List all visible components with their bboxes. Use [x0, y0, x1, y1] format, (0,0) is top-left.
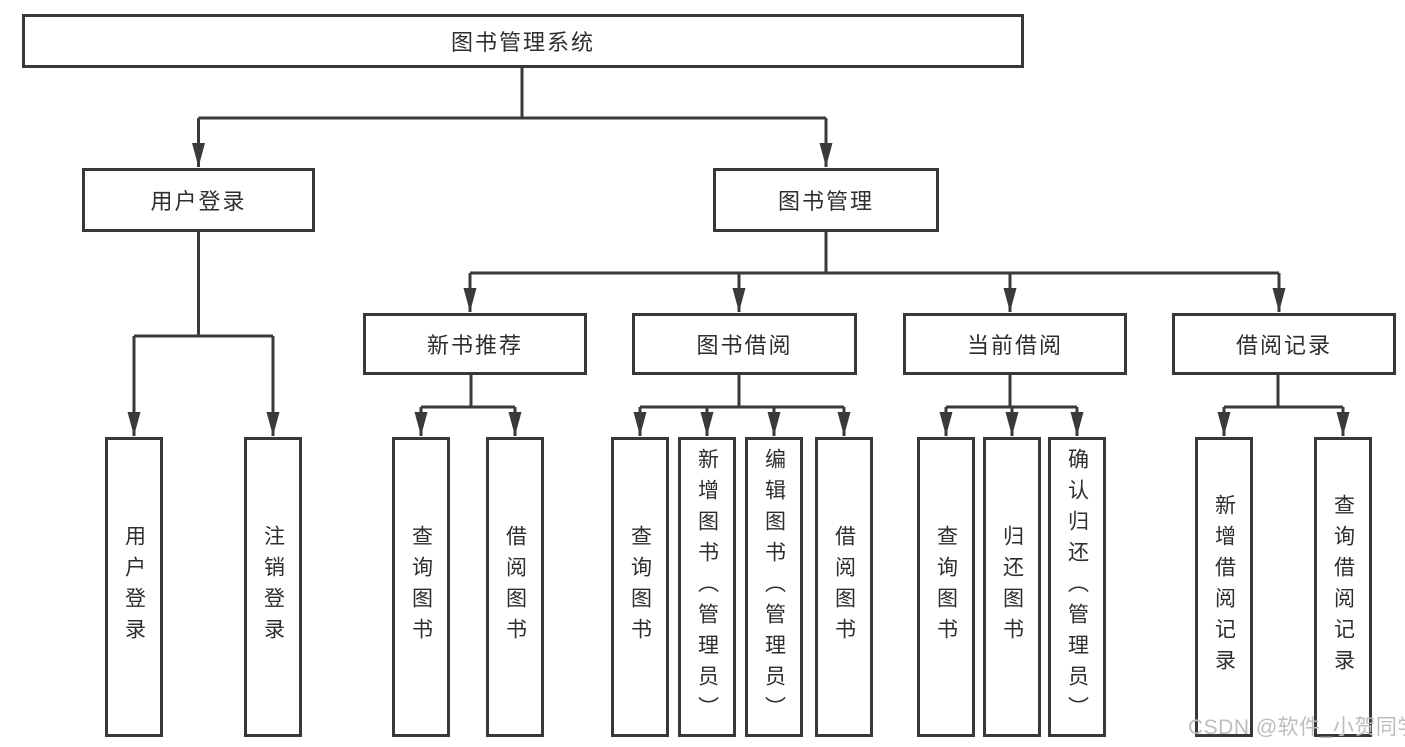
node-label: 借阅记录	[1235, 333, 1332, 358]
leaf-query-books: 查询图书	[611, 437, 669, 737]
leaf-label: 新增图书（管理员）	[695, 447, 719, 727]
leaf-borrow-books: 借阅图书	[815, 437, 873, 737]
node-library-system: 图书管理系统	[22, 14, 1024, 68]
leaf-edit-books-admin: 编辑图书（管理员）	[745, 437, 803, 737]
leaf-return-books: 归还图书	[983, 437, 1041, 737]
node-book-borrow: 图书借阅	[632, 313, 857, 375]
leaf-label: 查询借阅记录	[1331, 494, 1355, 680]
csdn-watermark: CSDN @软件_小贺同学	[1188, 716, 1405, 739]
node-label: 用户登录	[150, 189, 247, 214]
leaf-label: 查询图书	[628, 525, 652, 649]
leaf-label: 用户登录	[122, 525, 146, 649]
node-label: 新书推荐	[426, 333, 523, 358]
leaf-query-borrow-record: 查询借阅记录	[1314, 437, 1372, 737]
leaf-label: 归还图书	[1000, 525, 1024, 649]
leaf-label: 注销登录	[261, 525, 285, 649]
leaf-label: 借阅图书	[832, 525, 856, 649]
leaf-label: 借阅图书	[503, 525, 527, 649]
leaf-label: 确认归还（管理员）	[1065, 447, 1089, 727]
leaf-add-borrow-record: 新增借阅记录	[1195, 437, 1253, 737]
leaf-logout: 注销登录	[244, 437, 302, 737]
node-label: 图书管理系统	[450, 30, 595, 55]
node-label: 图书管理	[777, 189, 874, 214]
leaf-label: 编辑图书（管理员）	[762, 447, 786, 727]
leaf-query-books: 查询图书	[392, 437, 450, 737]
leaf-label: 新增借阅记录	[1212, 494, 1236, 680]
leaf-confirm-return-admin: 确认归还（管理员）	[1048, 437, 1106, 737]
node-new-book-recommend: 新书推荐	[363, 313, 587, 375]
node-book-management: 图书管理	[713, 168, 939, 232]
leaf-label: 查询图书	[409, 525, 433, 649]
node-label: 图书借阅	[696, 333, 793, 358]
node-user-login: 用户登录	[82, 168, 315, 232]
node-current-borrow: 当前借阅	[903, 313, 1127, 375]
leaf-user-login: 用户登录	[105, 437, 163, 737]
leaf-label: 查询图书	[934, 525, 958, 649]
leaf-query-books: 查询图书	[917, 437, 975, 737]
node-label: 当前借阅	[966, 333, 1063, 358]
leaf-add-books-admin: 新增图书（管理员）	[678, 437, 736, 737]
node-borrow-records: 借阅记录	[1172, 313, 1396, 375]
leaf-borrow-books: 借阅图书	[486, 437, 544, 737]
